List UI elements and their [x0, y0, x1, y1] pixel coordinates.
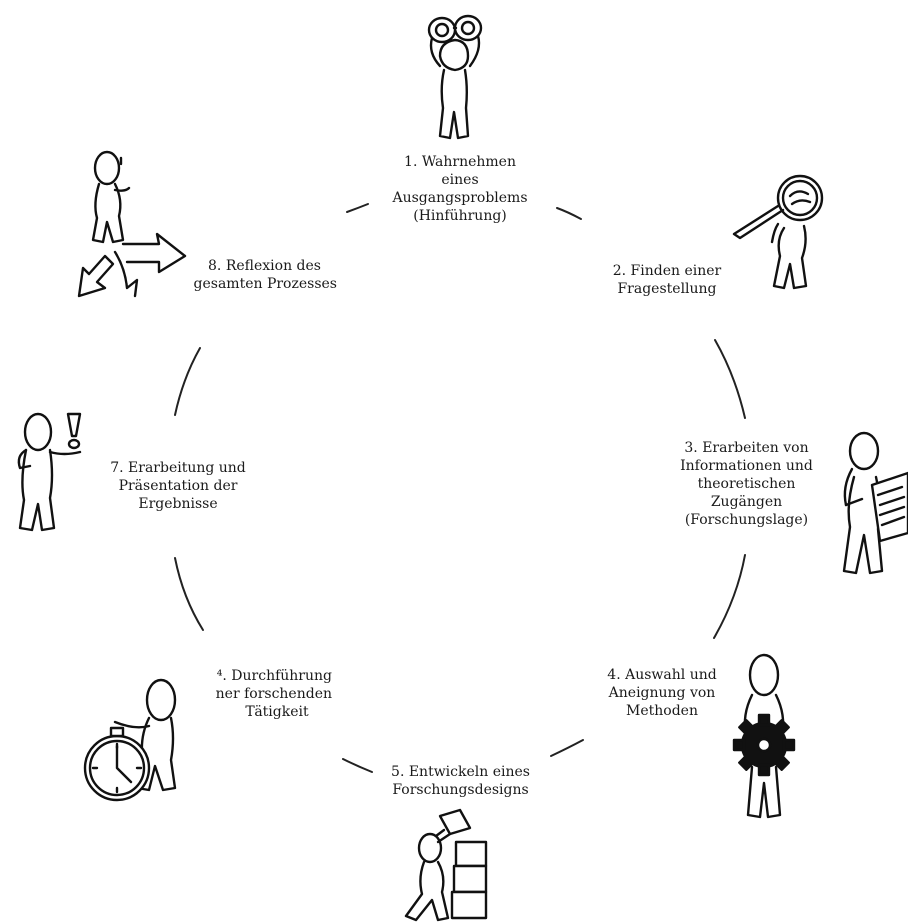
step-7-line-1: 7. Erarbeitung und	[110, 460, 246, 476]
step-6-line-1: ⁴. Durchführung	[216, 668, 332, 684]
arc-2-3	[714, 339, 746, 419]
arc-3-4	[713, 554, 746, 639]
step-3-line-4: Zugängen	[710, 494, 783, 510]
step-3-line-5: (Forschungslage)	[684, 512, 809, 528]
step-1-line-2: eines	[441, 172, 479, 188]
gear-figure-icon	[732, 653, 796, 819]
step-1-label: 1. Wahrnehmen eines Ausgangsproblems (Hi…	[385, 153, 535, 225]
step-3-line-1: 3. Erarbeiten von	[684, 440, 809, 456]
step-4-line-1: 4. Auswahl und	[607, 667, 717, 683]
step-1-line-1: 1. Wahrnehmen	[404, 154, 516, 170]
step-4-line-3: Methoden	[626, 703, 698, 719]
step-2-label: 2. Finden einer Fragestellung	[597, 262, 737, 298]
step-2-line-1: 2. Finden einer	[612, 263, 722, 279]
step-1-line-3: Ausgangsproblems	[392, 190, 528, 206]
magnifier-figure-icon	[732, 174, 824, 290]
step-5-line-1: 5. Entwickeln eines	[391, 764, 530, 780]
arc-7-8	[174, 347, 201, 416]
presenting-figure-icon	[17, 412, 82, 532]
step-3-line-2: Informationen und	[680, 458, 813, 474]
step-1-line-4: (Hinführung)	[413, 208, 507, 224]
arc-6-7	[174, 557, 204, 631]
step-5-label: 5. Entwickeln eines Forschungsdesigns	[378, 763, 543, 799]
arrows-figure-icon	[77, 150, 187, 298]
binoculars-figure-icon	[427, 14, 483, 140]
step-2-line-2: Fragestellung	[617, 281, 717, 297]
step-7-label: 7. Erarbeitung und Präsentation der Erge…	[103, 459, 253, 513]
stopwatch-figure-icon	[83, 678, 177, 802]
step-6-line-3: Tätigkeit	[245, 704, 309, 720]
step-8-label: 8. Reflexion des gesamten Prozesses	[172, 257, 337, 293]
step-8-line-1: 8. Reflexion des	[208, 258, 321, 274]
step-8-line-2: gesamten Prozesses	[193, 276, 337, 292]
step-4-line-2: Aneignung von	[608, 685, 716, 701]
step-4-label: 4. Auswahl und Aneignung von Methoden	[597, 666, 727, 720]
step-3-label: 3. Erarbeiten von Informationen und theo…	[669, 439, 824, 529]
arc-5-6	[342, 758, 373, 773]
reading-figure-icon	[842, 431, 908, 575]
stacking-boxes-figure-icon	[404, 808, 488, 922]
step-3-line-3: theoretischen	[697, 476, 796, 492]
step-5-line-2: Forschungsdesigns	[392, 782, 529, 798]
step-6-line-2: ner forschenden	[215, 686, 332, 702]
step-7-line-3: Ergebnisse	[138, 496, 218, 512]
step-6-label: ⁴. Durchführung ner forschenden Tätigkei…	[182, 667, 332, 721]
arc-1-2	[556, 207, 582, 220]
step-7-line-2: Präsentation der	[118, 478, 238, 494]
arc-8-1	[346, 203, 369, 213]
arc-4-5	[550, 739, 584, 757]
